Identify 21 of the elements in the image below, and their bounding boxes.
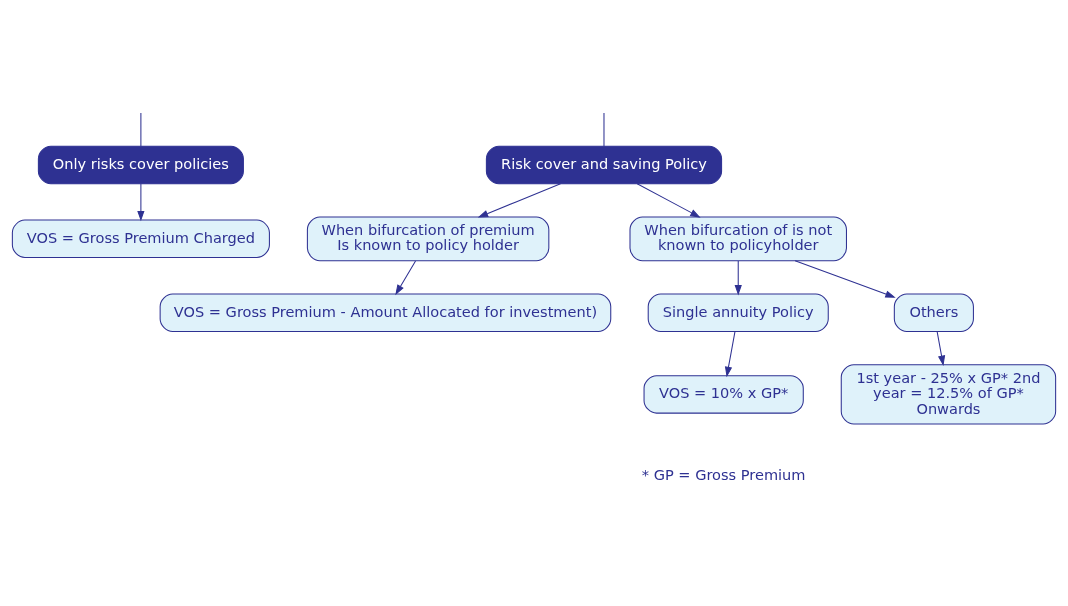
arrow <box>477 182 562 218</box>
arrow <box>724 330 736 377</box>
arrow <box>734 260 742 295</box>
node-box: VOS = 10% x GP* <box>643 374 804 414</box>
arrow <box>395 260 417 295</box>
node-box: When bifurcation of is not known to policyholder <box>629 215 847 261</box>
node-box: Others <box>893 292 974 332</box>
label: * GP = Gross Premium <box>641 465 806 483</box>
node-box: Risk cover and saving Policy <box>485 145 723 184</box>
node-box: Single annuity Policy <box>647 292 829 332</box>
node-box: VOS = Gross Premium Charged <box>11 219 270 258</box>
arrow <box>137 182 145 221</box>
arrow <box>794 259 896 298</box>
node-box: VOS = Gross Premium - Amount Allocated for investment) <box>159 292 612 332</box>
node-box: 1st year - 25% x GP* 2nd year = 12.5% of GP* Onwards <box>840 363 1057 425</box>
arrow <box>636 182 701 218</box>
node-box: Only risks cover policies <box>37 145 244 184</box>
connector <box>140 112 142 147</box>
arrow <box>936 330 946 366</box>
connector <box>603 112 605 147</box>
node-box: When bifurcation of premium Is known to policy holder <box>306 215 550 261</box>
